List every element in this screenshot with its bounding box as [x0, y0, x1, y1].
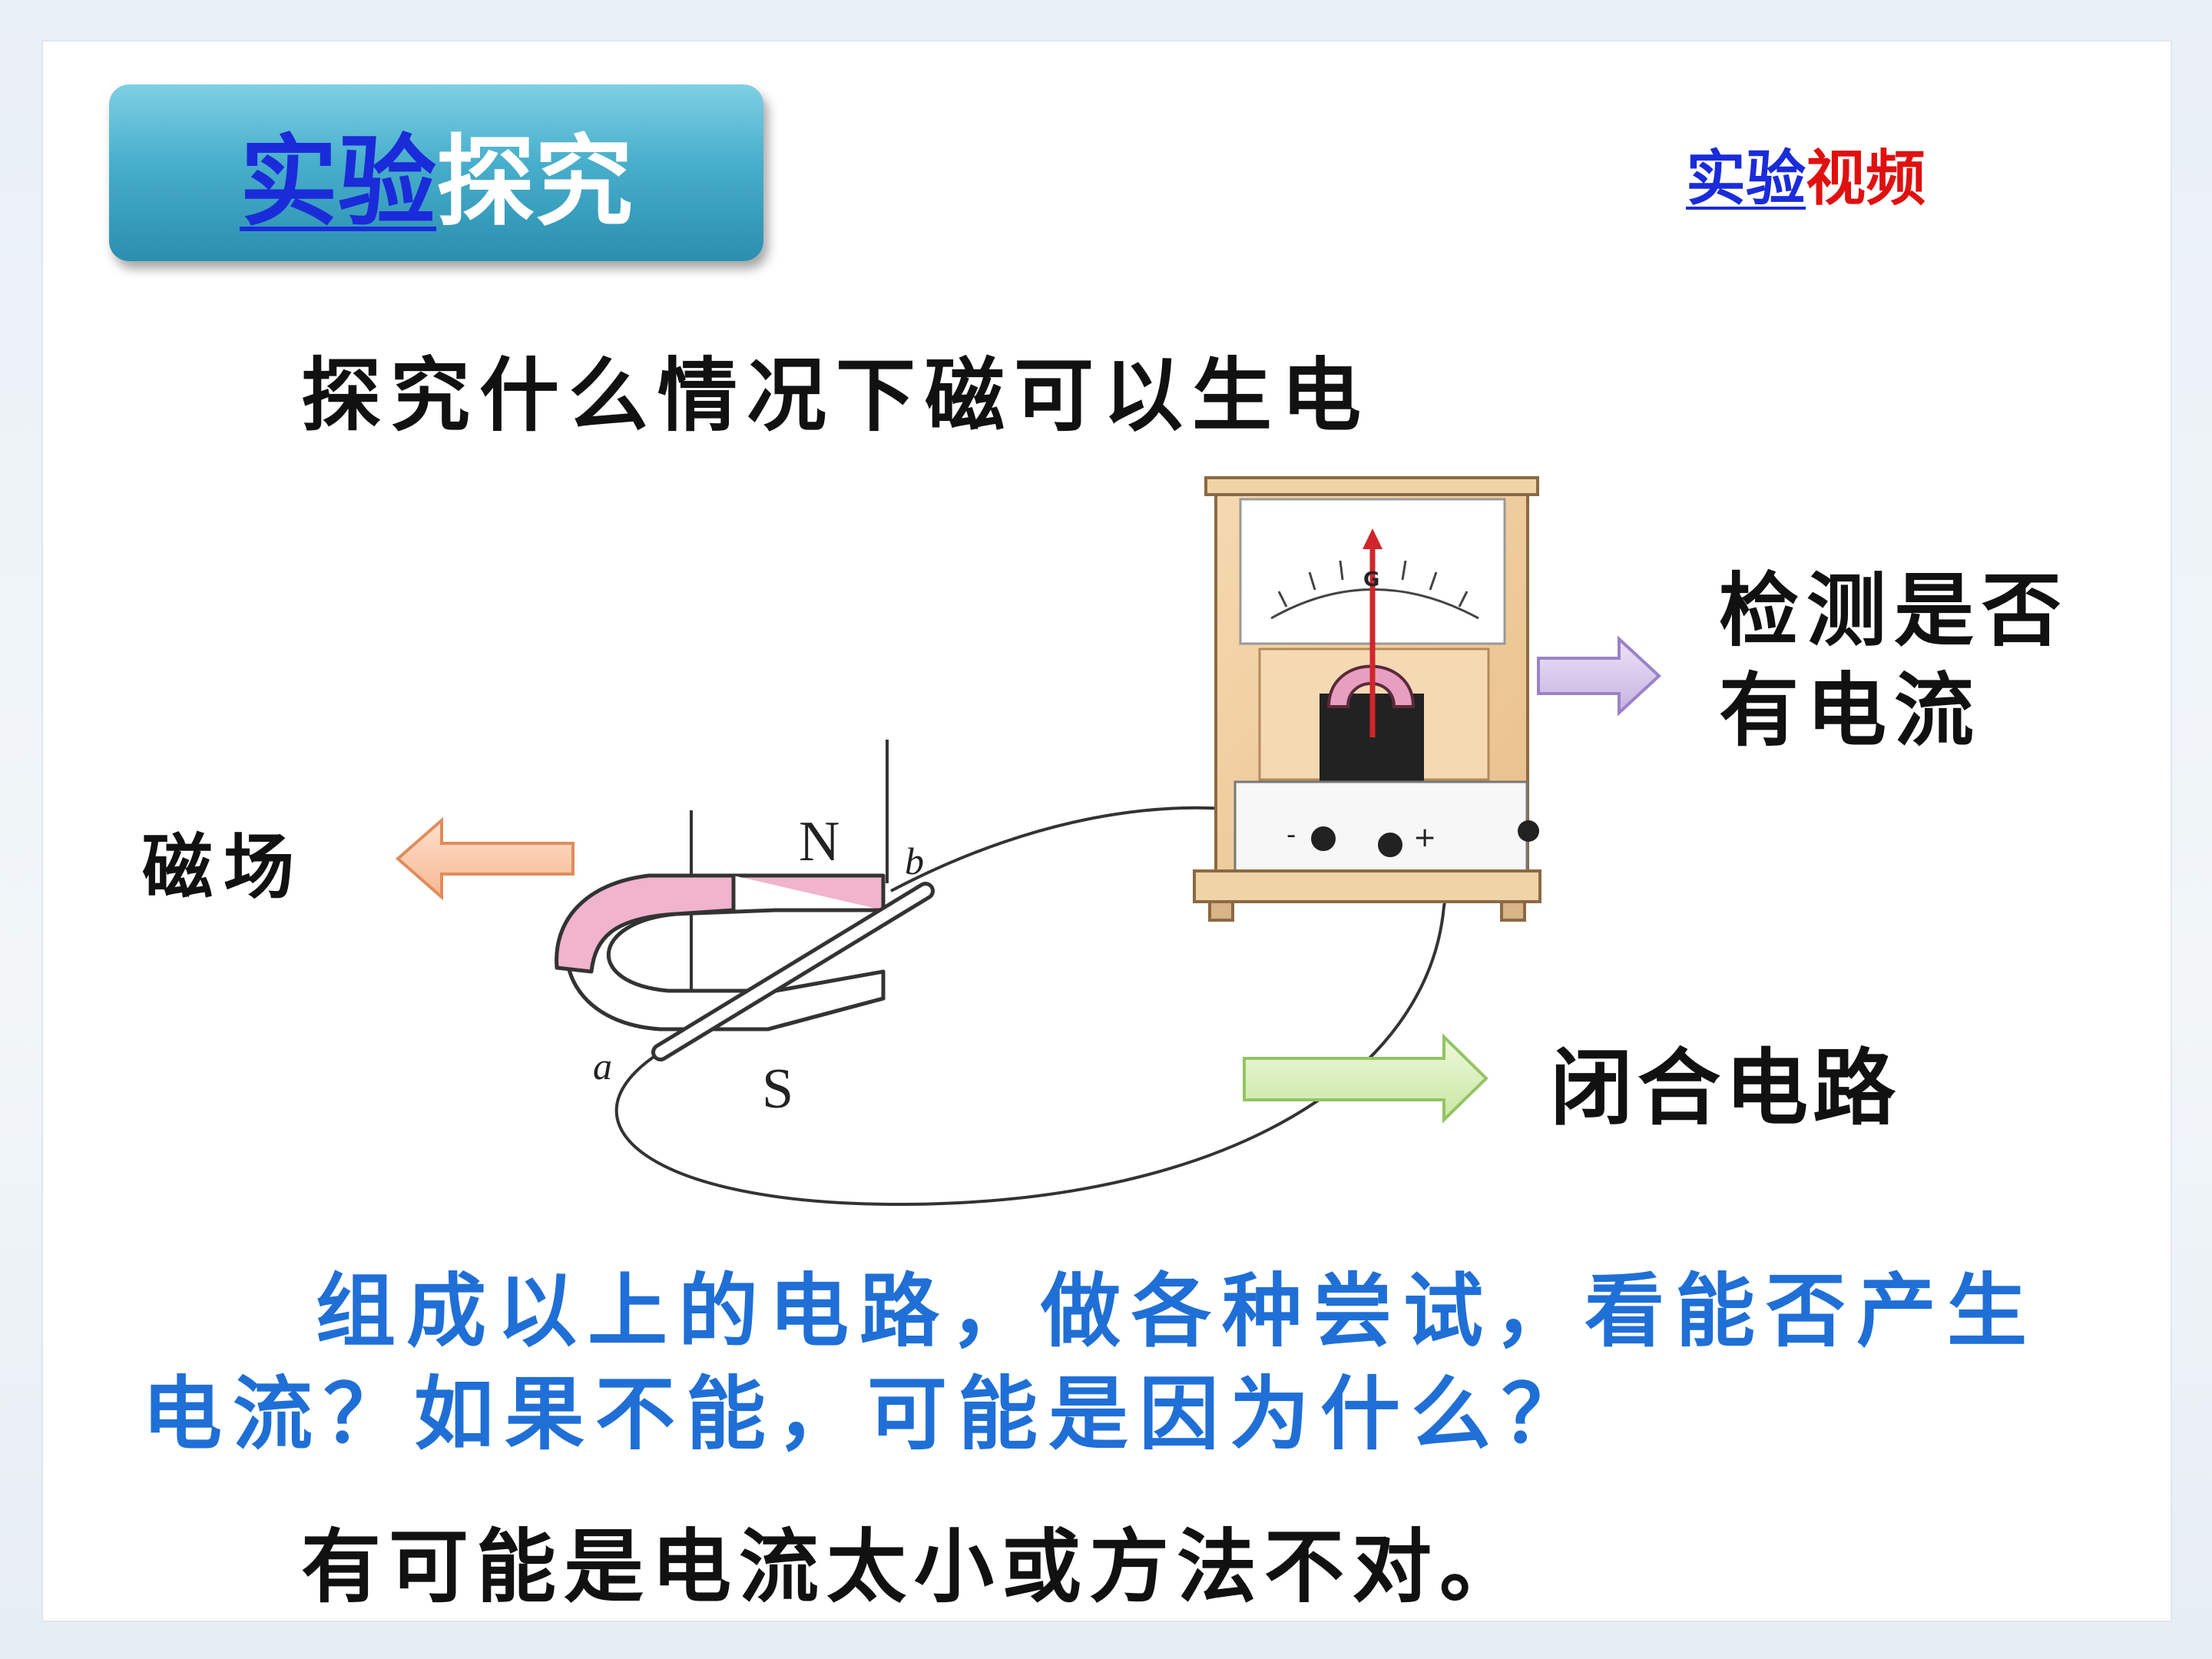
video-link-part1[interactable]: 实验 — [1686, 144, 1806, 214]
meter-knob — [1518, 820, 1539, 842]
closed-circuit-label: 闭合电路 — [1550, 1040, 1901, 1137]
title-text: 探究 — [436, 124, 634, 240]
meter-g-label: G — [1363, 568, 1379, 591]
conductor-rod — [651, 882, 935, 1061]
north-pole-label: N — [799, 810, 839, 873]
arrow-right-purple-icon — [1537, 635, 1661, 717]
answer-text: 有可能是电流太小或方法不对。 — [301, 1519, 1528, 1614]
terminal-plus-label: + — [1413, 822, 1436, 853]
title-banner: 实验探究 — [109, 84, 763, 261]
question-heading: 探究什么情况下磁可以生电 — [301, 348, 1371, 442]
slide-panel — [41, 40, 2172, 1622]
wire-end-b-label: b — [905, 839, 924, 882]
magnetic-field-label: 磁场 — [142, 826, 306, 909]
experiment-video-link[interactable]: 实验视频 — [1686, 131, 1926, 217]
detect-current-label: 检测是否有电流 — [1719, 563, 2070, 757]
needle-tip — [1363, 528, 1382, 549]
instruction-paragraph: 组成以上的电路，做各种尝试，看能否产生电流？如果不能，可能是因为什么？ — [142, 1263, 2038, 1461]
video-link-part2[interactable]: 视频 — [1806, 144, 1926, 214]
title-link[interactable]: 实验 — [239, 124, 436, 240]
south-pole-label: S — [762, 1058, 793, 1121]
arrow-right-green-icon — [1243, 1033, 1488, 1124]
horseshoe-magnet — [555, 873, 886, 1031]
terminal-minus-label: - — [1286, 820, 1296, 850]
wire-end-a-label: a — [593, 1045, 612, 1088]
arrow-left-icon — [395, 816, 575, 901]
